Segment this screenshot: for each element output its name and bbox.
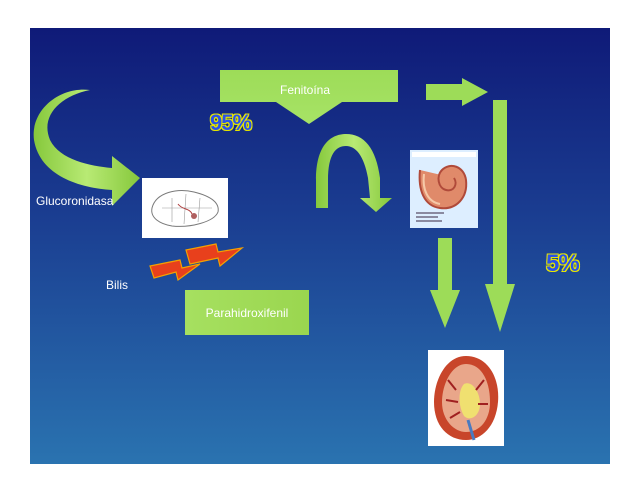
bilis-label: Bilis [106,278,129,292]
arch-arrow-middle [316,134,392,212]
liver-illustration [142,178,228,238]
lightning-bolt-1 [149,259,201,282]
down-arrow-right [485,100,515,332]
glucoronidasa-label: Glucoronidasa [36,194,114,208]
diagram-arrows [33,70,515,332]
down-arrow-intestine [430,238,460,328]
parahidroxifenil-label: Parahidroxifenil [205,305,289,320]
fenitoina-arrow [220,70,398,124]
parahidroxifenil-box: Parahidroxifenil [185,290,309,335]
lightning-bolt-2 [185,243,245,268]
slide-canvas: Parahidroxifenil Fenitoína Glucoronidasa… [30,28,610,464]
percent-kidney: 5% [545,249,580,278]
kidney-illustration [428,350,504,446]
fenitoina-label: Fenitoína [280,83,331,97]
right-arrow-top [426,78,488,106]
curved-arrow-left [33,89,140,206]
percent-liver: 95% [209,109,253,136]
intestine-illustration [410,150,478,228]
